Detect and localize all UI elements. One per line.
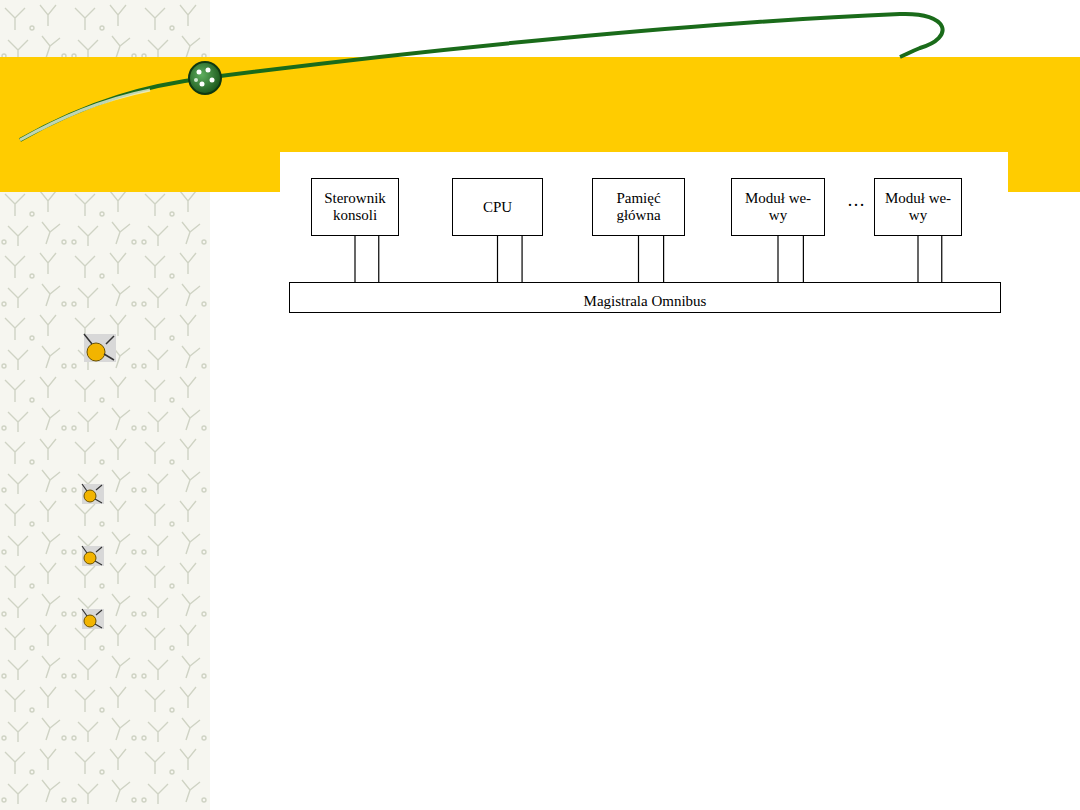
component-box: CPU	[452, 178, 543, 236]
ellipsis-label: …	[836, 190, 876, 211]
bus-connector	[941, 236, 942, 282]
swoosh-highlight	[20, 90, 150, 140]
bullet-icon	[84, 334, 116, 362]
box-label: Moduł we-wy	[732, 190, 824, 224]
bus-connector	[918, 236, 919, 282]
bus-connector	[355, 236, 356, 282]
component-box: Pamięć główna	[592, 178, 685, 236]
bullet-icon	[82, 546, 104, 566]
bullet-icon	[82, 609, 104, 629]
bus-connector	[522, 236, 523, 282]
bus-connector	[803, 236, 804, 282]
swoosh-line	[20, 14, 943, 140]
box-label: Moduł we-wy	[875, 190, 961, 224]
bullet-icon	[82, 484, 104, 504]
bus-band: Magistrala Omnibus	[289, 282, 1001, 313]
component-box: Moduł we-wy	[731, 178, 825, 236]
bus-connector	[778, 236, 779, 282]
component-box: Moduł we-wy	[874, 178, 962, 236]
bus-label: Magistrala Omnibus	[580, 293, 711, 310]
bus-connector	[497, 236, 498, 282]
component-box: Sterownik konsoli	[311, 178, 399, 236]
bus-connector	[378, 236, 379, 282]
bus-connector	[638, 236, 639, 282]
box-label: CPU	[479, 199, 516, 216]
box-label: Sterownik konsoli	[312, 190, 398, 224]
globe-ball	[189, 62, 221, 94]
bus-connector	[663, 236, 664, 282]
box-label: Pamięć główna	[593, 190, 684, 224]
